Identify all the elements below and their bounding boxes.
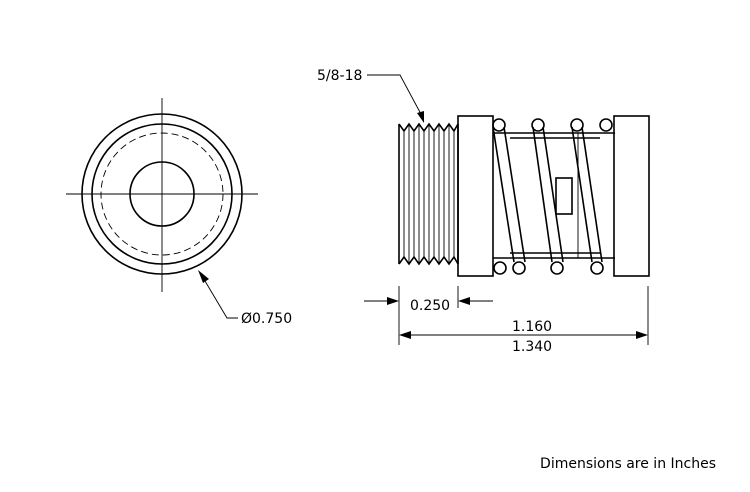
- spring-coil-1: [492, 126, 515, 263]
- hidden-thread-circle: [100, 132, 224, 256]
- end-view: [66, 98, 258, 292]
- threaded-stub: [398, 122, 459, 266]
- diameter-leader-line: [204, 280, 238, 319]
- thread-length-value: 0.250: [410, 298, 450, 314]
- thread-leader: [367, 74, 424, 123]
- spring-coil-5: [571, 126, 593, 263]
- spring-top-wire-3: [570, 118, 584, 132]
- body-length-value: 1.160: [512, 319, 552, 335]
- right-end-cap: [613, 115, 650, 277]
- bore-circle: [129, 161, 195, 227]
- spring-coil-3: [532, 126, 553, 263]
- diameter-callout: Ø0.750: [241, 311, 292, 327]
- spring-top-wire-2: [531, 118, 545, 132]
- spring-coil-6: [581, 126, 603, 263]
- spring-coil-4: [542, 126, 564, 263]
- thread-length-arrow-left: [387, 297, 399, 305]
- inner-face-circle: [91, 123, 233, 265]
- spring-coils: [492, 118, 613, 275]
- thread-leader-arrowhead: [417, 111, 424, 123]
- outer-diameter-circle: [81, 113, 243, 275]
- overall-length-dimension: [399, 331, 648, 339]
- overall-length-value: 1.340: [512, 339, 552, 355]
- side-view: [398, 115, 650, 277]
- spring-bottom-wire-3: [550, 261, 564, 275]
- plunger-slot: [555, 177, 573, 215]
- spring-top-wire-4: [599, 118, 613, 132]
- spring-coil-2: [503, 126, 526, 263]
- units-note: Dimensions are in Inches: [540, 456, 716, 472]
- overall-length-arrow-left: [399, 331, 411, 339]
- overall-length-arrow-right: [636, 331, 648, 339]
- spring-bottom-wire-2: [512, 261, 526, 275]
- thread-callout: 5/8-18: [317, 68, 362, 84]
- spring-top-wire-1: [492, 118, 506, 132]
- thread-crest-lines: [403, 124, 455, 264]
- diameter-leader: [198, 270, 238, 319]
- diameter-leader-arrowhead: [198, 270, 209, 283]
- thread-length-arrow-right: [458, 297, 470, 305]
- spring-bottom-wire-1: [493, 261, 507, 275]
- thread-length-dimension: [364, 297, 493, 305]
- thread-leader-line: [367, 74, 423, 117]
- left-collar: [457, 115, 494, 277]
- spring-bottom-wire-4: [590, 261, 604, 275]
